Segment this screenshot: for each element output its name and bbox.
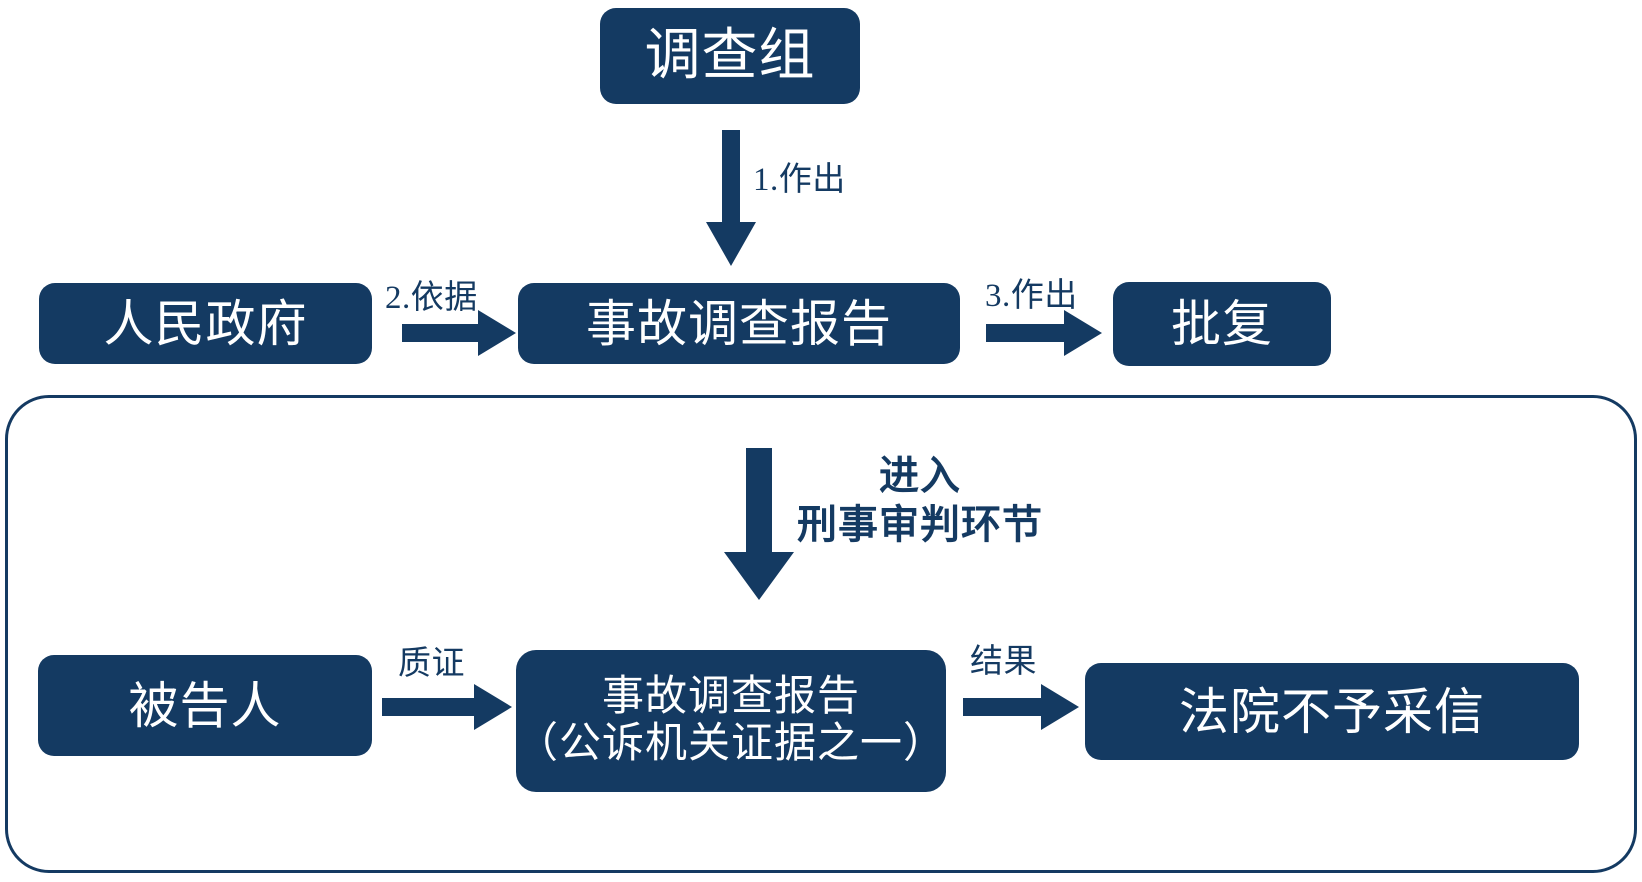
criminal-trial-phase-container — [5, 395, 1637, 873]
edge-label-result: 结果 — [970, 644, 1037, 680]
arrow-down-enter-trial — [724, 448, 794, 600]
node-accident-report-prosecution-evidence[interactable]: 事故调查报告 （公诉机关证据之一） — [516, 650, 946, 792]
node-people-government[interactable]: 人民政府 — [39, 283, 372, 364]
node-investigation-team[interactable]: 调查组 — [600, 8, 860, 104]
arrow-down-make-report — [706, 130, 756, 266]
node-reply[interactable]: 批复 — [1113, 282, 1331, 366]
arrow-right-cross-examination — [382, 684, 512, 730]
node-court-rejects-evidence[interactable]: 法院不予采信 — [1085, 663, 1579, 760]
edge-label-3-make: 3.作出 — [985, 278, 1078, 314]
node-defendant[interactable]: 被告人 — [38, 655, 372, 756]
arrow-right-basis — [402, 310, 516, 356]
edge-label-2-basis: 2.依据 — [385, 280, 478, 316]
node-accident-investigation-report[interactable]: 事故调查报告 — [518, 283, 960, 364]
edge-label-enter-criminal-trial: 进入 刑事审判环节 — [797, 453, 1043, 547]
arrow-right-make-reply — [986, 310, 1102, 356]
edge-label-1-make: 1.作出 — [753, 162, 846, 198]
arrow-right-result — [963, 684, 1079, 730]
edge-label-cross-examination: 质证 — [398, 646, 465, 682]
